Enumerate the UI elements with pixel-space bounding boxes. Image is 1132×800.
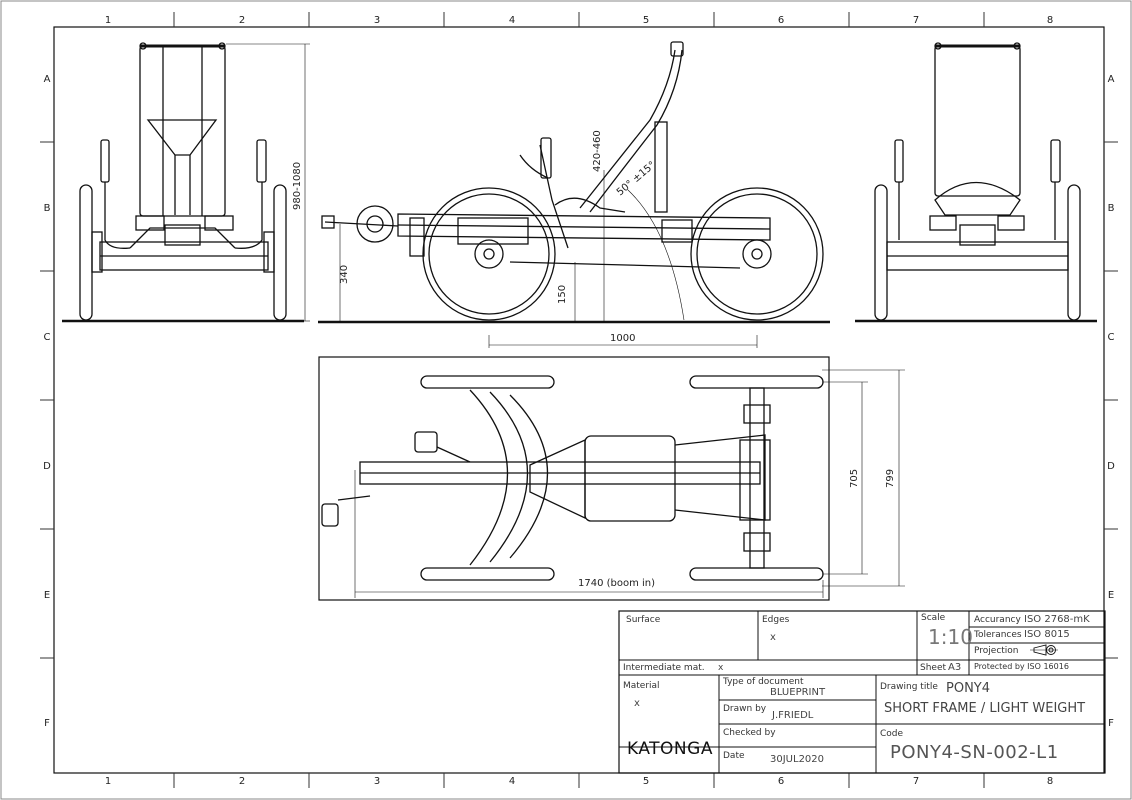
dim-length: 1740 (boom in) bbox=[578, 578, 655, 589]
tolerances-value: ISO 8015 bbox=[1024, 629, 1070, 640]
drawn-by-value: J.FRIEDL bbox=[772, 710, 814, 721]
code-value: PONY4-SN-002-L1 bbox=[890, 742, 1059, 763]
dim-clearance: 150 bbox=[557, 285, 568, 304]
doc-type-value: BLUEPRINT bbox=[770, 687, 826, 698]
zone-row-a: A bbox=[44, 74, 51, 85]
zone-row-d-right: D bbox=[1107, 461, 1115, 472]
projection-label: Projection bbox=[974, 646, 1019, 656]
zone-row-f: F bbox=[44, 718, 50, 729]
zone-row-c-right: C bbox=[1108, 332, 1115, 343]
zone-col-6: 6 bbox=[778, 15, 784, 26]
zone-row-c: C bbox=[44, 332, 51, 343]
checked-by-label: Checked by bbox=[723, 728, 776, 738]
drawn-by-label: Drawn by bbox=[723, 704, 767, 714]
intermediate-label: Intermediate mat. bbox=[623, 663, 705, 673]
top-view bbox=[318, 356, 905, 601]
zone-col-5-bottom: 5 bbox=[643, 776, 649, 787]
dim-height: 980-1080 bbox=[292, 162, 303, 210]
zone-ticks bbox=[40, 12, 1118, 788]
dim-width-outer: 799 bbox=[885, 469, 896, 488]
dim-crank-height: 340 bbox=[339, 265, 350, 284]
zone-row-a-right: A bbox=[1108, 74, 1115, 85]
title-block bbox=[618, 610, 1106, 774]
zone-row-e-right: E bbox=[1108, 590, 1114, 601]
company-logo: KATONGA bbox=[627, 739, 713, 759]
zone-col-7: 7 bbox=[913, 15, 919, 26]
drawing-title-2: SHORT FRAME / LIGHT WEIGHT bbox=[884, 701, 1086, 716]
edges-label: Edges bbox=[762, 615, 790, 625]
date-value: 30JUL2020 bbox=[770, 754, 825, 765]
drawing-frame bbox=[53, 26, 1105, 774]
material-label: Material bbox=[623, 681, 660, 691]
code-label: Code bbox=[880, 729, 904, 739]
doc-type-label: Type of document bbox=[723, 677, 804, 687]
zone-col-1: 1 bbox=[105, 15, 111, 26]
zone-col-6-bottom: 6 bbox=[778, 776, 784, 787]
material-value: x bbox=[634, 698, 640, 709]
side-view bbox=[318, 41, 830, 348]
zone-col-7-bottom: 7 bbox=[913, 776, 919, 787]
dim-width-inner: 705 bbox=[849, 469, 860, 488]
drawing-title-label: Drawing title bbox=[880, 682, 938, 692]
accuracy-value: ISO 2768-mK bbox=[1024, 614, 1090, 625]
zone-col-5: 5 bbox=[643, 15, 649, 26]
sheet-value: A3 bbox=[948, 662, 962, 673]
dim-wheelbase: 1000 bbox=[610, 333, 635, 344]
drawing-title-1: PONY4 bbox=[946, 681, 991, 696]
zone-col-3-bottom: 3 bbox=[374, 776, 380, 787]
projection-symbol-icon bbox=[1030, 644, 1058, 656]
surface-label: Surface bbox=[626, 615, 661, 625]
edges-value: x bbox=[770, 632, 776, 643]
zone-row-f-right: F bbox=[1108, 718, 1114, 729]
zone-col-8: 8 bbox=[1047, 15, 1053, 26]
zone-col-2-bottom: 2 bbox=[239, 776, 245, 787]
scale-label: Scale bbox=[921, 613, 946, 623]
front-view bbox=[62, 42, 310, 323]
zone-row-b: B bbox=[44, 203, 51, 214]
protected-notice: Protected by ISO 16016 bbox=[974, 662, 1069, 671]
zone-row-e: E bbox=[44, 590, 50, 601]
zone-row-d: D bbox=[43, 461, 51, 472]
sheet-label: Sheet bbox=[920, 663, 947, 673]
zone-row-b-right: B bbox=[1108, 203, 1115, 214]
tolerances-label: Tolerances bbox=[974, 630, 1022, 640]
dim-seat-angle: 50° ±15° bbox=[615, 160, 658, 199]
dim-seat-range: 420-460 bbox=[592, 130, 603, 172]
accuracy-label: Accurancy bbox=[974, 615, 1021, 625]
zone-col-1-bottom: 1 bbox=[105, 776, 111, 787]
rear-view bbox=[855, 42, 1097, 323]
scale-value: 1:10 bbox=[928, 625, 973, 649]
date-label: Date bbox=[723, 751, 745, 761]
zone-col-8-bottom: 8 bbox=[1047, 776, 1053, 787]
intermediate-value: x bbox=[718, 663, 724, 673]
zone-col-2: 2 bbox=[239, 15, 245, 26]
zone-col-4-bottom: 4 bbox=[509, 776, 515, 787]
zone-col-3: 3 bbox=[374, 15, 380, 26]
zone-col-4: 4 bbox=[509, 15, 515, 26]
